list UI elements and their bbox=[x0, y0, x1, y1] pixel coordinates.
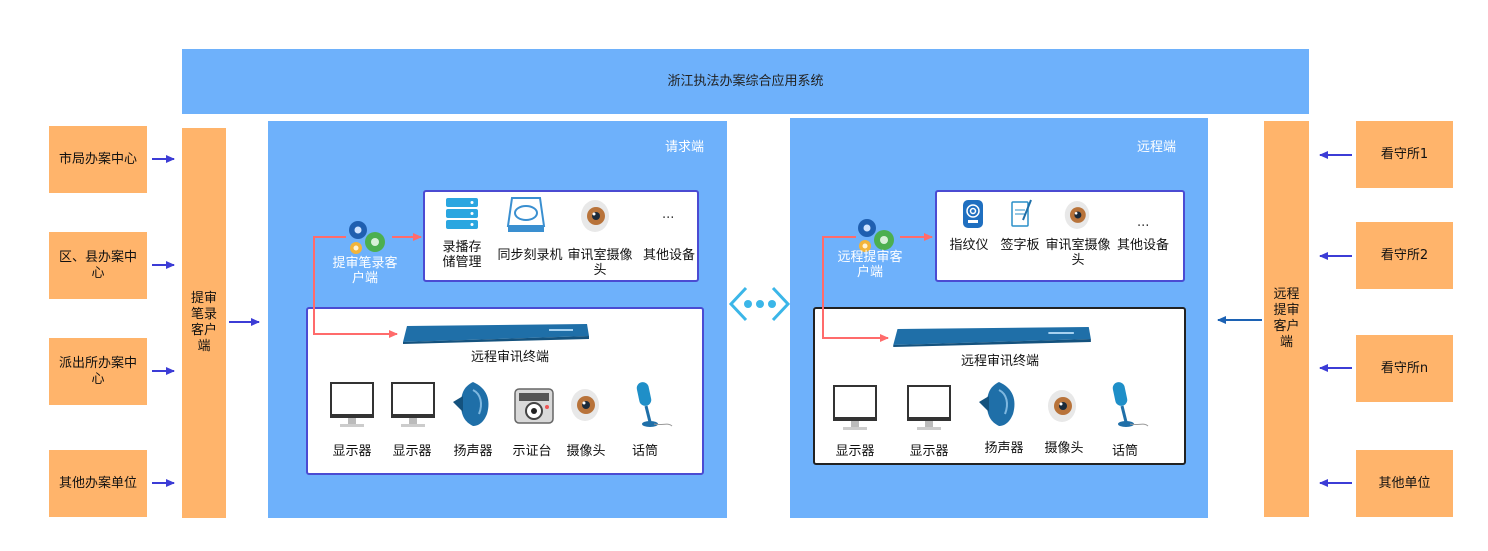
remote-panel-title: 远程端 bbox=[1137, 140, 1177, 155]
right-unit-label: 看守所1 bbox=[1380, 146, 1429, 162]
left-unit-arrows bbox=[152, 155, 175, 487]
system-title: 浙江执法办案综合应用系统 bbox=[667, 73, 824, 89]
document-camera-icon bbox=[514, 388, 554, 424]
left-unit-box: 区、县办案中心 bbox=[49, 232, 147, 299]
more-devices-ellipsis: ... bbox=[1137, 215, 1150, 230]
camera-eye-icon bbox=[581, 200, 609, 232]
camera-eye-icon bbox=[571, 389, 599, 421]
terminal-device-label: 扬声器 bbox=[984, 441, 1024, 456]
monitor-icon bbox=[391, 382, 435, 427]
left-client-column: 提审笔录客户端 bbox=[182, 128, 226, 518]
right-unit-label: 其他单位 bbox=[1378, 475, 1431, 491]
device-label: 审讯室摄像头 bbox=[1045, 238, 1111, 268]
terminal-unit-icon bbox=[403, 324, 589, 344]
terminal-device-label: 话筒 bbox=[1111, 444, 1138, 459]
device-label: 审讯室摄像头 bbox=[567, 248, 633, 278]
terminal-unit-icon bbox=[893, 327, 1091, 347]
right-unit-box: 看守所2 bbox=[1356, 222, 1453, 289]
terminal-device-label: 话筒 bbox=[631, 444, 658, 459]
signature-pad-icon bbox=[1011, 199, 1032, 227]
monitor-icon bbox=[833, 385, 877, 430]
system-banner: 浙江执法办案综合应用系统 bbox=[182, 49, 1309, 114]
request-client-label: 提审笔录客户端 bbox=[332, 256, 398, 286]
monitor-icon bbox=[330, 382, 374, 427]
remote-client-to-terminal-link bbox=[822, 236, 889, 342]
right-client-column: 远程提审客户端 bbox=[1264, 121, 1309, 517]
terminal-device-label: 摄像头 bbox=[1044, 441, 1084, 456]
camera-eye-icon bbox=[1048, 390, 1076, 422]
terminal-device-label: 示证台 bbox=[512, 444, 552, 459]
left-unit-label: 派出所办案中心 bbox=[58, 355, 137, 387]
left-client-label: 提审笔录客户端 bbox=[190, 291, 217, 354]
left-unit-box: 派出所办案中心 bbox=[49, 338, 147, 405]
terminal-device-label: 显示器 bbox=[835, 444, 875, 459]
more-devices-ellipsis: ... bbox=[662, 207, 675, 222]
network-link-icon bbox=[728, 286, 791, 322]
right-unit-label: 看守所2 bbox=[1380, 247, 1429, 263]
disc-burner-icon bbox=[506, 197, 546, 232]
request-panel-title: 请求端 bbox=[665, 140, 705, 155]
request-terminal-label: 远程审讯终端 bbox=[470, 350, 549, 365]
device-label: 其他设备 bbox=[1116, 238, 1169, 253]
right-unit-arrows bbox=[1319, 151, 1352, 487]
request-device-box bbox=[423, 190, 699, 282]
device-label: 同步刻录机 bbox=[497, 248, 563, 263]
monitor-icon bbox=[907, 385, 951, 430]
right-unit-label: 看守所n bbox=[1380, 360, 1429, 376]
speaker-icon bbox=[453, 382, 489, 426]
remote-client-label: 远程提审客户端 bbox=[837, 250, 903, 280]
gear-icon bbox=[349, 221, 385, 254]
device-label: 指纹仪 bbox=[949, 238, 989, 253]
terminal-device-label: 显示器 bbox=[332, 444, 372, 459]
left-unit-box: 市局办案中心 bbox=[49, 126, 147, 193]
device-label: 签字板 bbox=[1000, 238, 1040, 253]
fingerprint-icon bbox=[963, 200, 983, 228]
right-client-label: 远程提审客户端 bbox=[1273, 287, 1300, 350]
left-unit-box: 其他办案单位 bbox=[49, 450, 147, 517]
gear-icon bbox=[858, 219, 894, 252]
right-unit-box: 看守所n bbox=[1356, 335, 1453, 402]
right-unit-box: 看守所1 bbox=[1356, 121, 1453, 188]
camera-eye-icon bbox=[1064, 201, 1090, 229]
terminal-device-label: 显示器 bbox=[392, 444, 432, 459]
microphone-icon bbox=[1112, 382, 1149, 427]
terminal-device-label: 扬声器 bbox=[453, 444, 493, 459]
terminal-device-label: 显示器 bbox=[909, 444, 949, 459]
left-unit-label: 市局办案中心 bbox=[58, 151, 137, 167]
left-unit-label: 区、县办案中心 bbox=[58, 249, 137, 281]
request-client-to-terminal-link bbox=[313, 236, 398, 338]
speaker-icon bbox=[979, 382, 1015, 426]
remote-terminal-label: 远程审讯终端 bbox=[960, 354, 1039, 369]
storage-server-icon bbox=[446, 198, 478, 229]
terminal-device-label: 摄像头 bbox=[566, 444, 606, 459]
microphone-icon bbox=[636, 382, 673, 427]
left-unit-label: 其他办案单位 bbox=[58, 475, 137, 491]
device-label: 录播存储管理 bbox=[442, 240, 482, 270]
device-label: 其他设备 bbox=[642, 248, 695, 263]
right-unit-box: 其他单位 bbox=[1356, 450, 1453, 517]
